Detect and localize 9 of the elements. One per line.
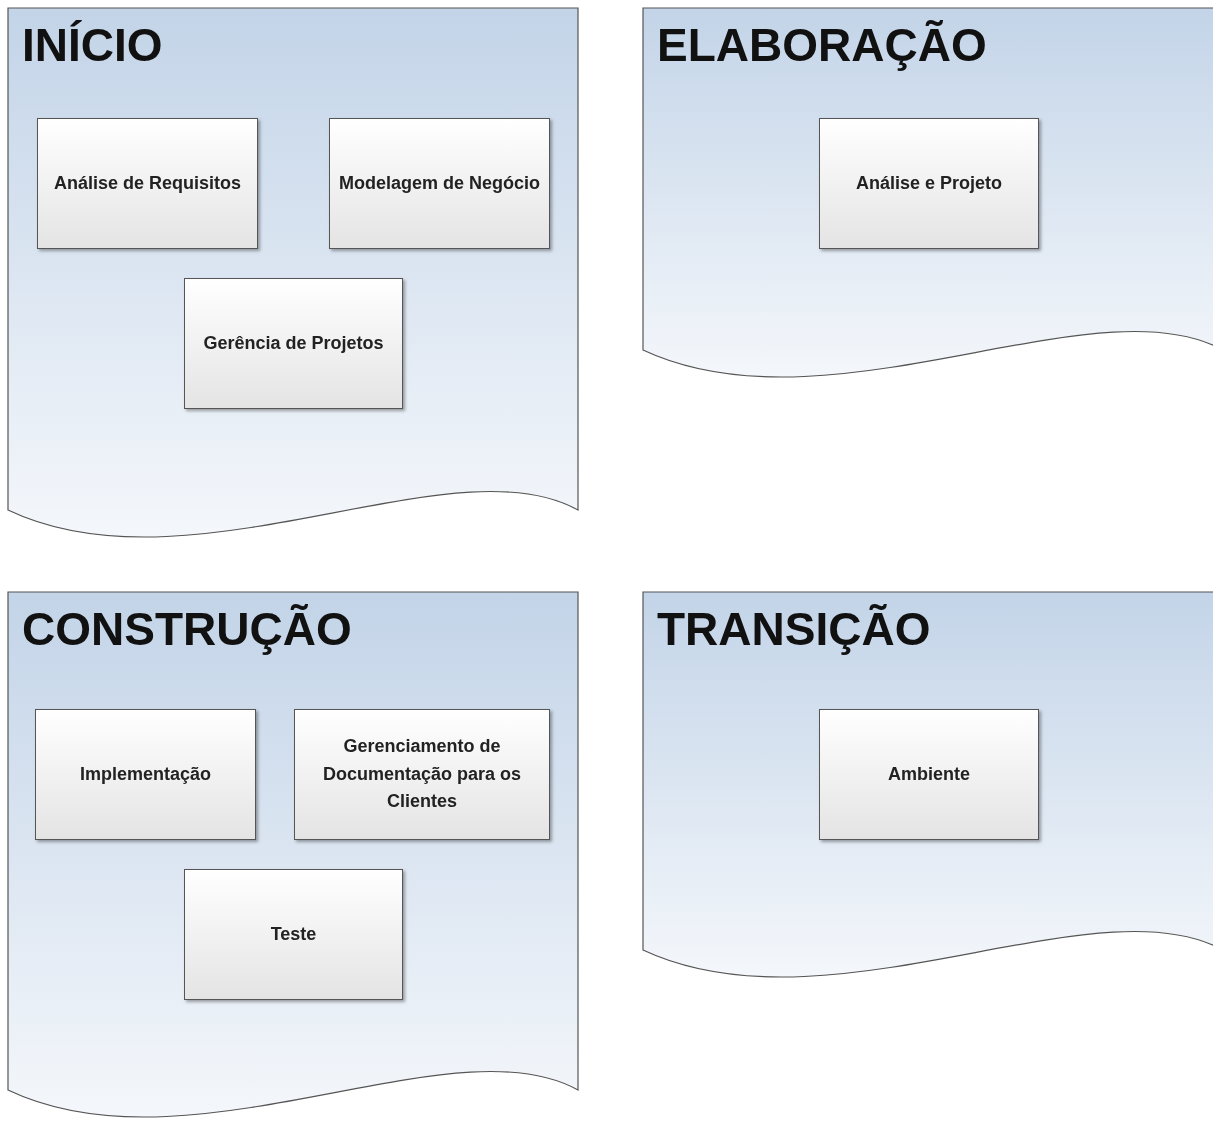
activity-box: Ambiente <box>819 709 1039 840</box>
activity-box: Teste <box>184 869 403 1000</box>
activity-box: Gerência de Projetos <box>184 278 403 409</box>
activity-box: Implementação <box>35 709 256 840</box>
activity-box: Análise e Projeto <box>819 118 1039 249</box>
activity-box: Análise de Requisitos <box>37 118 258 249</box>
phase-title: INÍCIO <box>22 22 163 68</box>
activity-box: Modelagem de Negócio <box>329 118 550 249</box>
activity-box: Gerenciamento de Documentação para os Clientes <box>294 709 550 840</box>
